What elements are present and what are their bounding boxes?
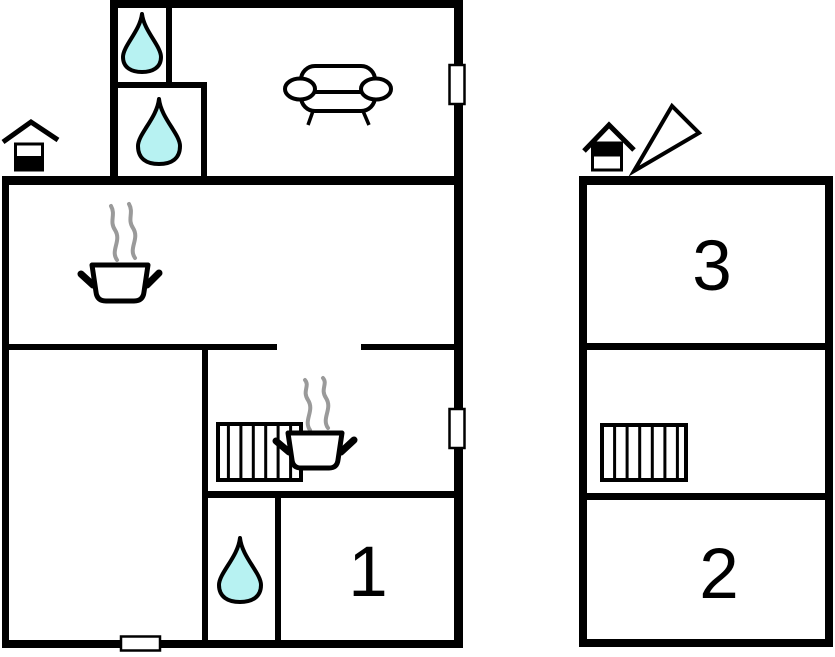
cooking-pot-icon xyxy=(77,202,163,304)
water-drop-icon xyxy=(217,536,263,604)
wall-bottom xyxy=(579,639,833,647)
main-house: 1 xyxy=(1,0,466,652)
entrance-house-icon xyxy=(1,118,60,172)
wall-upper-left xyxy=(110,0,118,184)
wall-top xyxy=(110,0,463,8)
main-house-walls xyxy=(2,0,463,648)
wall-left xyxy=(579,176,587,647)
wall-bath3-right xyxy=(275,494,281,648)
window-icon xyxy=(448,63,466,106)
wall-bath1-bottom xyxy=(110,82,207,88)
wall-kitchen-divider-left xyxy=(2,344,277,350)
wall-kitchen-divider-right xyxy=(361,344,458,350)
wall-lower-divider xyxy=(204,491,459,498)
wall-bath1-right xyxy=(166,0,172,88)
wall-divider-lower xyxy=(587,493,827,500)
entrance-house-icon xyxy=(582,121,636,172)
wall-left xyxy=(2,176,9,648)
stove-pot-icon xyxy=(272,376,358,471)
sofa-icon xyxy=(283,64,393,126)
water-drop-icon xyxy=(136,97,182,166)
wall-bottom xyxy=(2,640,463,648)
water-drop-icon xyxy=(121,12,163,74)
entrance-arrow-icon xyxy=(628,102,703,177)
wall-bath2-right xyxy=(201,82,207,180)
window-icon xyxy=(448,407,466,450)
wall-right xyxy=(825,176,833,647)
wall-right xyxy=(454,0,463,648)
wall-mid-divider xyxy=(2,176,463,185)
room-2-label: 2 xyxy=(699,535,739,614)
room-3-label: 3 xyxy=(692,227,732,306)
annex-walls xyxy=(579,176,833,647)
annex: 3 2 xyxy=(579,102,833,647)
staircase-icon xyxy=(600,423,688,482)
room-1-label: 1 xyxy=(348,533,388,612)
wall-top xyxy=(579,176,833,185)
wall-divider-upper xyxy=(587,343,827,350)
window-icon xyxy=(119,635,162,652)
